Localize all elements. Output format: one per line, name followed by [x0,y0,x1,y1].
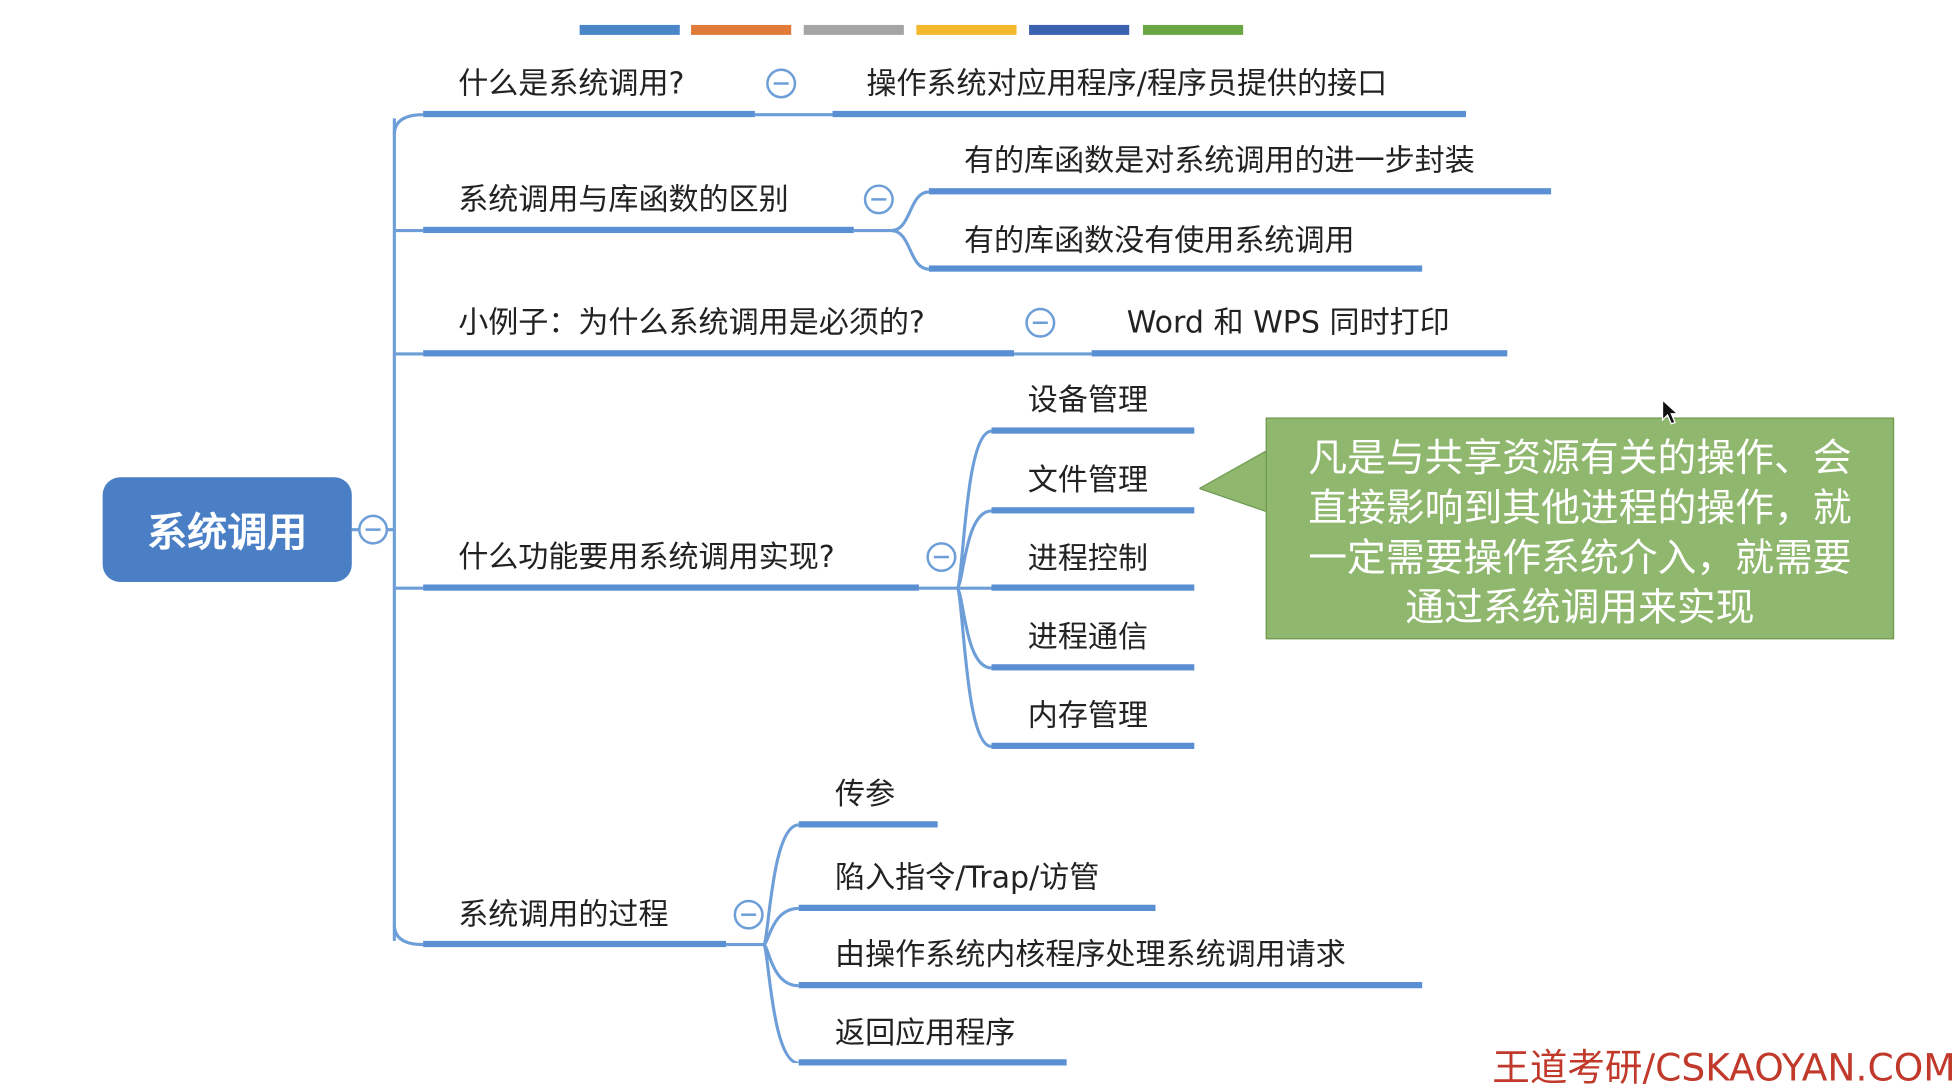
subtopic-underline [991,507,1195,514]
callout-line: 一定需要操作系统介入，就需要 [1308,535,1852,581]
topic-underline [423,226,854,234]
subtopic-underline [798,821,938,828]
subtopic-word-wps-print[interactable]: Word 和 WPS 同时打印 [1126,305,1450,341]
topic-syscall-vs-library[interactable]: 系统调用与库函数的区别 [458,181,789,217]
callout-line: 凡是与共享资源有关的操作、会 [1308,436,1852,482]
callout-line: 通过系统调用来实现 [1405,585,1755,631]
subtopic-underline [798,904,1156,911]
subtopic-library-no-syscall[interactable]: 有的库函数没有使用系统调用 [963,223,1355,258]
subtopic-pass-params[interactable]: 传参 [835,776,896,812]
subtopic-device-management[interactable]: 设备管理 [1027,382,1148,418]
subtopic-underline [928,265,1423,272]
topic-2-collapse-icon[interactable] [863,184,894,215]
subtopic-file-management[interactable]: 文件管理 [1027,462,1148,498]
subtopic-underline [798,1059,1067,1066]
subtopic-underline [798,982,1423,989]
subtopic-return-to-app[interactable]: 返回应用程序 [835,1015,1016,1051]
subtopic-kernel-handles[interactable]: 由操作系统内核程序处理系统调用请求 [835,937,1346,973]
subtopic-process-communication[interactable]: 进程通信 [1027,619,1148,655]
topic-underline [423,584,919,591]
root-topic[interactable]: 系统调用 [102,477,352,582]
topic-underline [423,940,727,948]
callout-line: 直接影响到其他进程的操作，就 [1308,486,1852,531]
swatch-orange[interactable] [691,24,792,35]
subtopic-underline [1091,350,1508,357]
topic-which-functions[interactable]: 什么功能要用系统调用实现? [458,539,835,575]
topic-syscall-process[interactable]: 系统调用的过程 [458,897,669,933]
topic-underline [423,350,1015,357]
root-topic-label: 系统调用 [147,508,308,556]
topic-what-is-syscall[interactable]: 什么是系统调用? [458,66,685,101]
subtopic-underline [832,110,1466,118]
topic-example-why-needed[interactable]: 小例子：为什么系统调用是必须的? [458,305,925,341]
subtopic-underline [928,188,1552,195]
subtopic-library-wraps[interactable]: 有的库函数是对系统调用的进一步封装 [963,143,1475,179]
mouse-pointer-icon [1661,398,1680,425]
subtopic-underline [991,427,1195,434]
swatch-blue[interactable] [579,24,680,35]
callout-note[interactable]: 凡是与共享资源有关的操作、会 直接影响到其他进程的操作，就 一定需要操作系统介入… [1265,417,1895,640]
watermark-text: 王道考研/CSKAOYAN.COM [1492,1046,1953,1091]
subtopic-underline [991,742,1195,749]
connector-lines [351,113,1092,1064]
topic-underline [423,110,755,118]
topic-3-collapse-icon[interactable] [1025,307,1056,338]
swatch-gray[interactable] [803,24,904,35]
topic-1-collapse-icon[interactable] [766,68,797,99]
subtopic-underline [991,664,1195,671]
root-collapse-icon[interactable] [358,514,389,545]
subtopic-process-control[interactable]: 进程控制 [1027,540,1148,576]
swatch-navy[interactable] [1029,24,1130,35]
swatch-yellow[interactable] [916,24,1017,35]
subtopic-trap-instruction[interactable]: 陷入指令/Trap/访管 [835,859,1100,895]
topic-5-collapse-icon[interactable] [733,899,764,930]
swatch-green[interactable] [1142,24,1244,35]
subtopic-underline [991,584,1195,591]
subtopic-interface[interactable]: 操作系统对应用程序/程序员提供的接口 [866,66,1388,101]
callout-pointer [1199,449,1269,513]
topic-4-collapse-icon[interactable] [926,542,957,573]
subtopic-memory-management[interactable]: 内存管理 [1027,697,1148,733]
